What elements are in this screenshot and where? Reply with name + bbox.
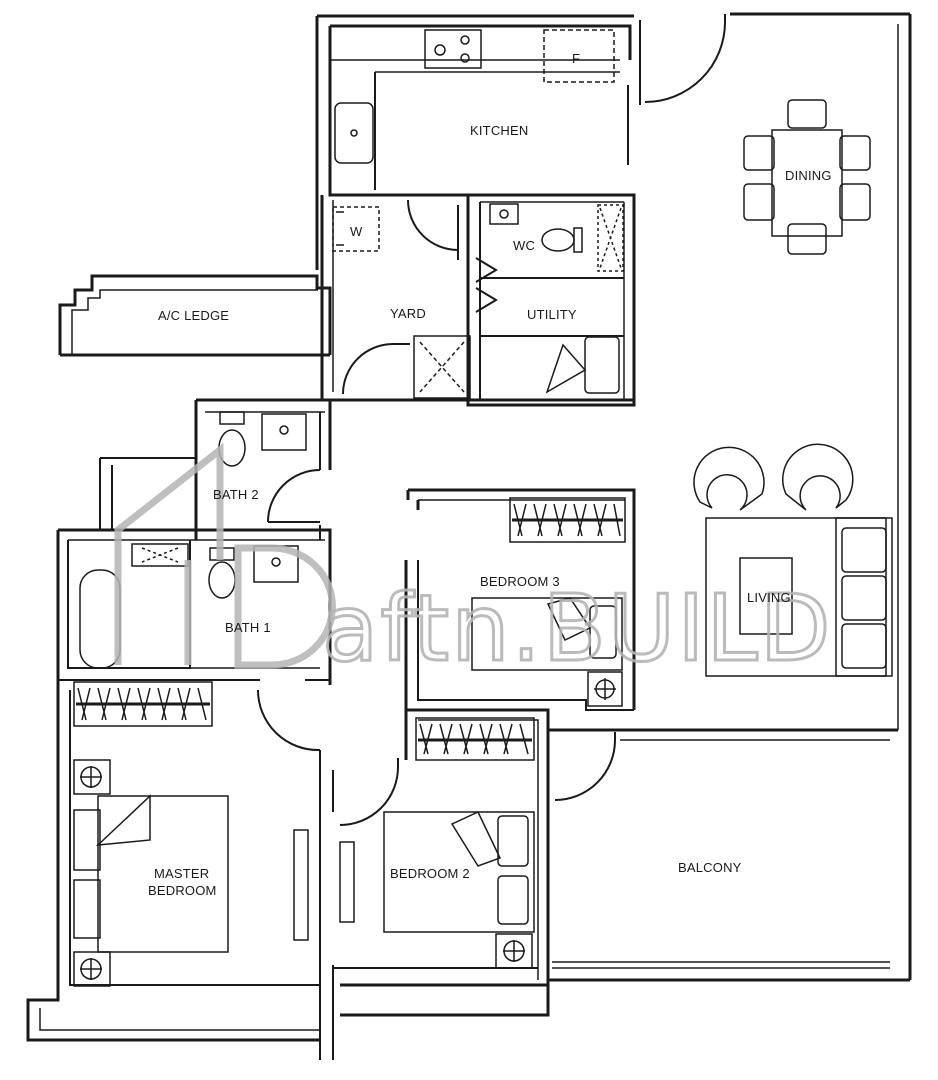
yard-sink-icon [413, 335, 471, 399]
room-label-wc: WC [513, 238, 535, 253]
fridge-label: F [572, 51, 580, 66]
room-label-bath2: BATH 2 [213, 487, 259, 502]
bath2-basin-icon [261, 413, 307, 451]
dining-table-icon [771, 129, 843, 237]
room-label-dining: DINING [785, 168, 832, 183]
utility-bed-icon [584, 336, 620, 394]
wc-basin-icon [489, 203, 519, 225]
room-label-kitchen: KITCHEN [470, 123, 528, 138]
wc-fixtures [413, 203, 624, 399]
coffee-table-icon [739, 557, 793, 635]
washer-label: W [350, 224, 363, 239]
room-label-bath1: BATH 1 [225, 620, 271, 635]
water-heater-icon [475, 257, 498, 313]
master-desk-icon [293, 829, 309, 941]
bath1-shower-icon [131, 543, 189, 567]
wc-shower-icon [597, 204, 624, 272]
dining-set [743, 99, 871, 255]
sofa-icon [705, 517, 893, 677]
living-set [693, 443, 893, 677]
room-label-balcony: BALCONY [678, 860, 742, 875]
fridge-icon [543, 29, 615, 83]
room-label-master-line1: MASTER [154, 866, 209, 881]
master-wardrobe-icon [73, 681, 213, 727]
room-label-living: LIVING [747, 590, 791, 605]
wardrobes [73, 497, 626, 761]
walls [26, 12, 912, 1060]
bath1-toilet-icon [208, 561, 236, 599]
room-label-ac-ledge: A/C LEDGE [158, 308, 229, 323]
armchair-left-icon [693, 446, 765, 511]
beds [73, 597, 623, 987]
bedroom3-wardrobe-icon [509, 497, 626, 543]
room-label-yard: YARD [390, 306, 426, 321]
bedroom2-wardrobe-icon [415, 717, 535, 761]
doors [257, 14, 726, 826]
armchair-right-icon [782, 443, 854, 511]
bathtub-icon [79, 569, 121, 669]
room-label-master-line2: BEDROOM [148, 883, 217, 898]
sink-icon [334, 102, 374, 164]
stove-icon [424, 29, 482, 69]
room-label-bedroom3: BEDROOM 3 [480, 574, 560, 589]
wc-toilet-icon [541, 228, 575, 252]
watermark-text: aftn.BUILD [322, 575, 832, 682]
watermark-logo [114, 442, 337, 669]
bedroom3-bed-icon [471, 597, 623, 671]
room-label-bedroom2: BEDROOM 2 [390, 866, 470, 881]
room-label-utility: UTILITY [527, 307, 577, 322]
bedroom2-bed-icon [383, 811, 535, 933]
master-bed-icon [97, 795, 229, 953]
kitchen-fixtures [332, 29, 615, 252]
washer-icon [332, 206, 380, 252]
